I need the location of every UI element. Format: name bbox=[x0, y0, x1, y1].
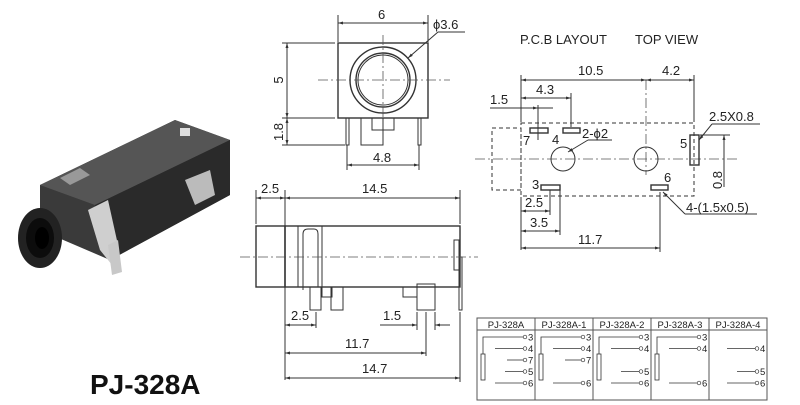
pcb-dim-3-5: 3.5 bbox=[530, 215, 548, 230]
sleeve-contact-line bbox=[540, 336, 581, 354]
sleeve-contact-line bbox=[482, 336, 523, 354]
pcb-pad5-size: 2.5X0.8 bbox=[709, 109, 754, 124]
pin-number-label: 5 bbox=[644, 367, 649, 378]
schematic-model-label: PJ-328A-3 bbox=[658, 320, 703, 331]
pin-terminal-icon bbox=[580, 346, 586, 351]
pin-number-label: 3 bbox=[586, 333, 591, 344]
pcb-dim-4-3: 4.3 bbox=[536, 82, 554, 97]
pin-terminal-icon bbox=[696, 380, 702, 386]
pcb-top-view-title: TOP VIEW bbox=[635, 32, 699, 47]
side-total-len-dim: 14.7 bbox=[362, 361, 387, 376]
pin-terminal-icon bbox=[696, 346, 702, 351]
jack-sleeve-symbol bbox=[538, 353, 544, 381]
pin-terminal-icon bbox=[754, 380, 760, 386]
pin-terminal-icon bbox=[580, 380, 586, 386]
product-title: PJ-328A bbox=[90, 369, 201, 400]
pin-terminal-icon bbox=[522, 346, 528, 351]
front-diameter-dim: ϕ3.6 bbox=[433, 17, 458, 32]
pin-number-label: 7 bbox=[528, 356, 533, 367]
pcb-dim-4-2: 4.2 bbox=[662, 63, 680, 78]
pin-terminal-icon bbox=[754, 346, 760, 351]
pin-number-label: 3 bbox=[702, 333, 707, 344]
pin-terminal-icon bbox=[754, 369, 760, 374]
pcb-dim-11-7: 11.7 bbox=[578, 232, 602, 247]
pcb-layout bbox=[475, 75, 760, 252]
pin-number-label: 5 bbox=[760, 367, 765, 378]
side-pin-offset-dim: 2.5 bbox=[291, 308, 309, 323]
pin-terminal-icon bbox=[638, 380, 644, 386]
side-pin-width-dim: 1.5 bbox=[383, 308, 401, 323]
pin-terminal-icon bbox=[522, 334, 528, 340]
pin-terminal-icon bbox=[522, 369, 528, 374]
pcb-dim-0-8: 0.8 bbox=[710, 171, 725, 189]
pcb-pin-6-label: 6 bbox=[664, 170, 671, 185]
jack-sleeve-symbol bbox=[654, 353, 660, 381]
product-photo bbox=[18, 120, 230, 275]
pin-number-label: 4 bbox=[586, 344, 591, 355]
jack-sleeve-symbol bbox=[480, 353, 486, 381]
pin-number-label: 4 bbox=[644, 344, 649, 355]
pin-number-label: 3 bbox=[644, 333, 649, 344]
jack-sleeve-symbol bbox=[596, 353, 602, 381]
pcb-dim-1-5: 1.5 bbox=[490, 92, 508, 107]
front-view bbox=[282, 15, 465, 170]
side-body-len-dim: 14.5 bbox=[362, 181, 387, 196]
pin-number-label: 7 bbox=[586, 356, 591, 367]
schematic-model-label: PJ-328A-4 bbox=[716, 320, 761, 331]
pin-number-label: 4 bbox=[760, 344, 765, 355]
pcb-layout-title: P.C.B LAYOUT bbox=[520, 32, 607, 47]
pin-terminal-icon bbox=[580, 334, 586, 340]
pin-terminal-icon bbox=[638, 334, 644, 340]
pcb-holes-dim: 2-ϕ2 bbox=[582, 126, 608, 141]
pin-terminal-icon bbox=[696, 334, 702, 340]
pin-terminal-icon bbox=[638, 346, 644, 351]
pin-number-label: 6 bbox=[586, 379, 591, 390]
front-pin-spacing-dim: 4.8 bbox=[373, 150, 391, 165]
side-front-len-dim: 2.5 bbox=[261, 181, 279, 196]
front-pin-length-dim: 1.8 bbox=[271, 123, 286, 141]
side-pin-span-dim: 11.7 bbox=[345, 336, 369, 351]
sleeve-contact-line bbox=[656, 336, 697, 354]
pin-number-label: 4 bbox=[528, 344, 533, 355]
side-view bbox=[240, 190, 478, 382]
pin-number-label: 6 bbox=[760, 379, 765, 390]
pin-number-label: 6 bbox=[528, 379, 533, 390]
pin-number-label: 6 bbox=[644, 379, 649, 390]
schematic-model-label: PJ-328A-2 bbox=[600, 320, 645, 331]
schematic-model-label: PJ-328A-1 bbox=[542, 320, 587, 331]
pcb-dim-2-5: 2.5 bbox=[525, 195, 543, 210]
schematic-table: PJ-328A34756PJ-328A-13476PJ-328A-23456PJ… bbox=[476, 317, 768, 401]
pcb-pin-4-label: 4 bbox=[552, 132, 559, 147]
pin-number-label: 4 bbox=[702, 344, 707, 355]
pin-terminal-icon bbox=[580, 357, 586, 363]
front-width-dim: 6 bbox=[378, 7, 385, 22]
pin-terminal-icon bbox=[638, 369, 644, 374]
pin-terminal-icon bbox=[522, 357, 528, 363]
pin-number-label: 6 bbox=[702, 379, 707, 390]
pin-number-label: 5 bbox=[528, 367, 533, 378]
pin-terminal-icon bbox=[522, 380, 528, 386]
sleeve-contact-line bbox=[598, 336, 639, 354]
pcb-pin-7-label: 7 bbox=[523, 133, 530, 148]
pcb-dim-10-5: 10.5 bbox=[578, 63, 603, 78]
schematic-model-label: PJ-328A bbox=[488, 320, 525, 331]
pcb-pin-5-label: 5 bbox=[680, 136, 687, 151]
pcb-pads-size: 4-(1.5x0.5) bbox=[686, 200, 749, 215]
pcb-pin-3-label: 3 bbox=[532, 177, 539, 192]
front-height-dim: 5 bbox=[271, 76, 286, 83]
pin-number-label: 3 bbox=[528, 333, 533, 344]
